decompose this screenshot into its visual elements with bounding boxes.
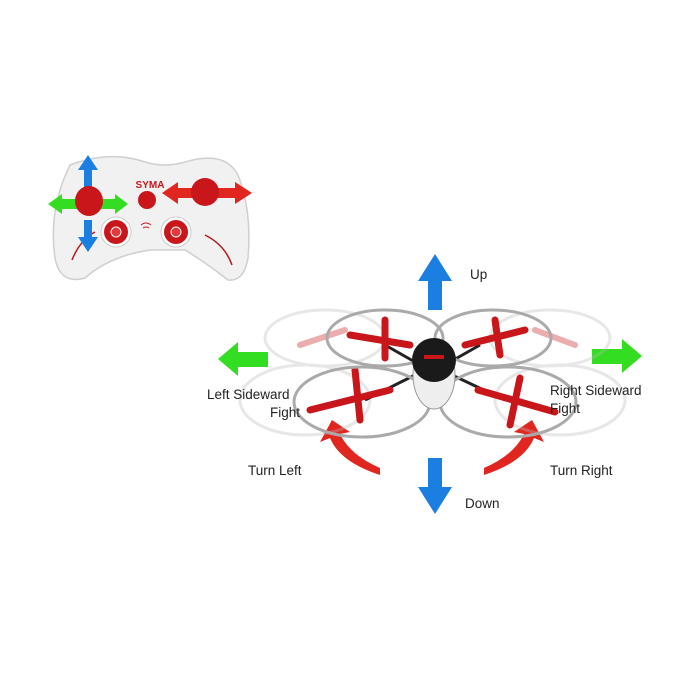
label-up: Up bbox=[470, 267, 488, 282]
label-right-sideward: Right Sideward bbox=[550, 383, 642, 398]
stick-up-arrow bbox=[78, 155, 98, 188]
up-arrow bbox=[418, 254, 452, 310]
label-left-fight: Fight bbox=[270, 405, 301, 420]
remote-controller: SYMA bbox=[48, 155, 252, 281]
right-arrow bbox=[592, 339, 642, 373]
stick-down-arrow bbox=[78, 220, 98, 252]
label-down: Down bbox=[465, 496, 500, 511]
left-arrow bbox=[218, 342, 268, 376]
syma-logo: SYMA bbox=[136, 180, 165, 191]
turn-left-arrow bbox=[320, 420, 380, 475]
turn-right-arrow bbox=[484, 420, 544, 475]
label-turn-left: Turn Left bbox=[248, 463, 302, 478]
quadcopter-drone bbox=[238, 308, 627, 439]
label-left-sideward: Left Sideward bbox=[207, 387, 290, 402]
label-right-fight: Fight bbox=[550, 401, 581, 416]
down-arrow bbox=[418, 458, 452, 514]
label-turn-right: Turn Right bbox=[550, 463, 613, 478]
